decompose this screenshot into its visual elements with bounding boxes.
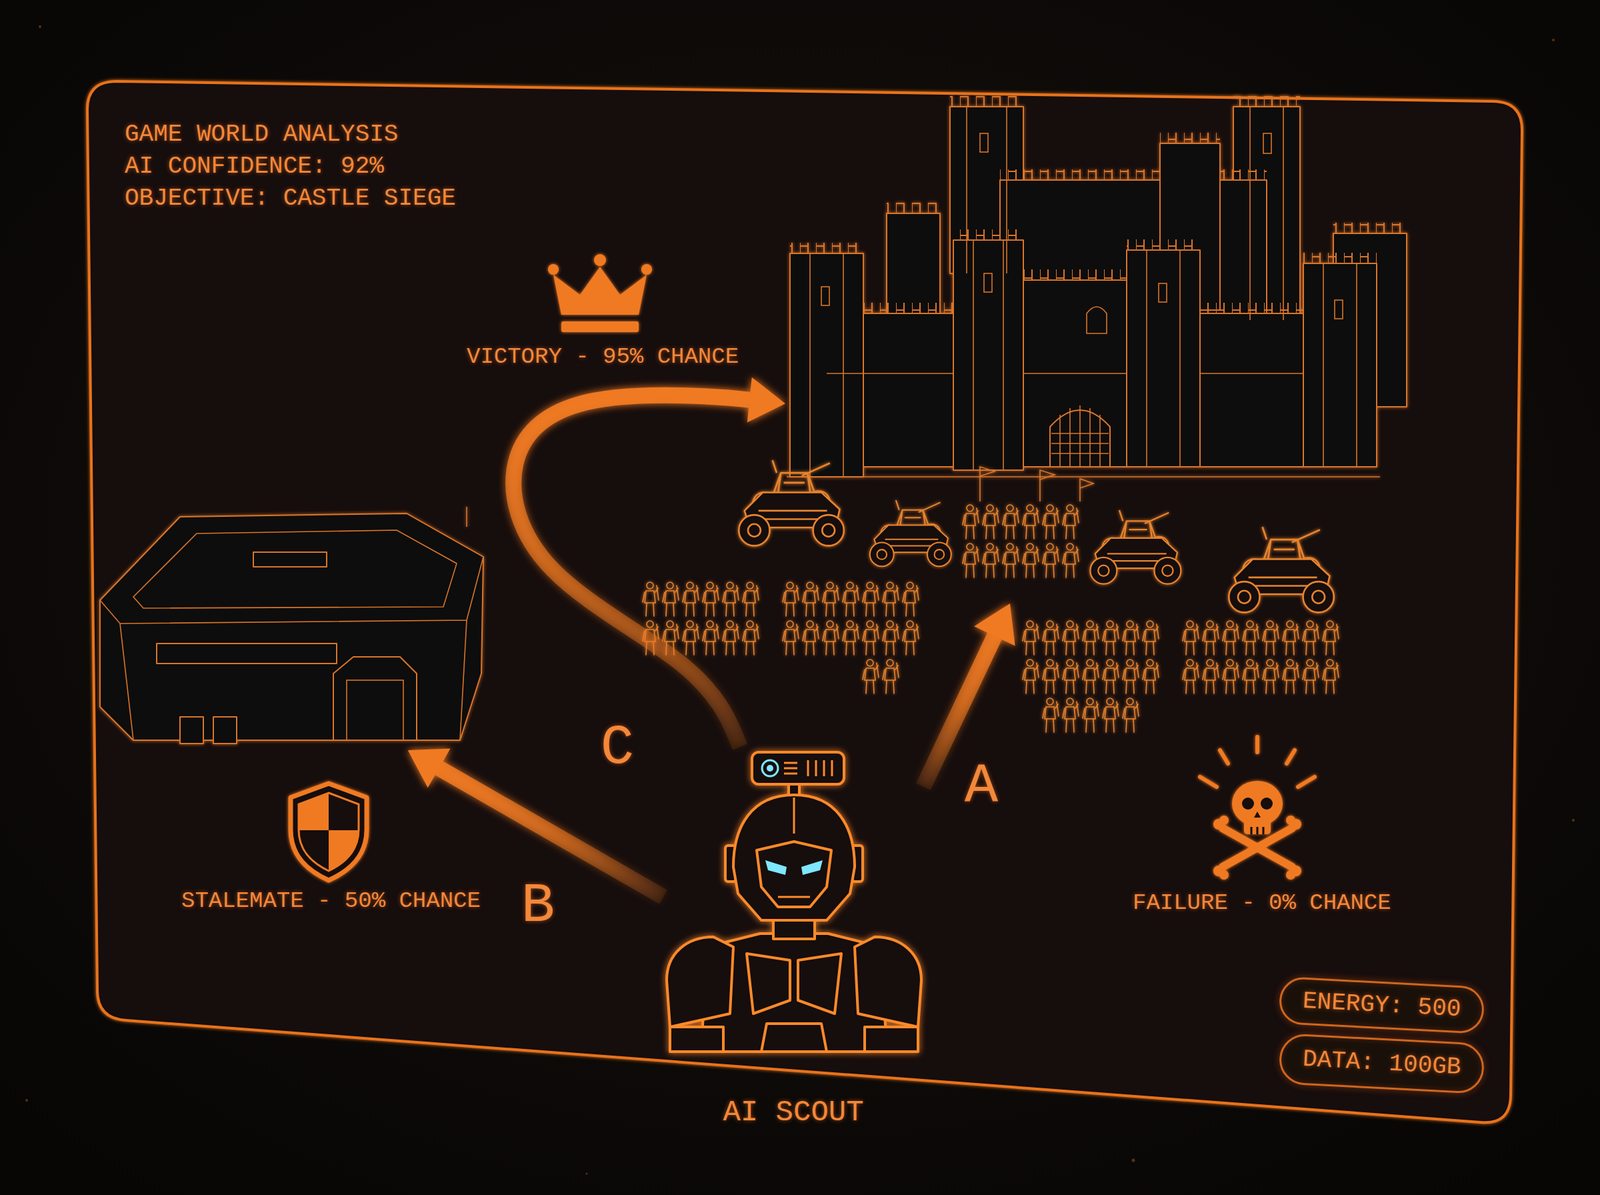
data-stat-pill: DATA: 100GB [1278, 1032, 1486, 1094]
castle-drawing [786, 96, 1407, 477]
dust-specks [25, 25, 1575, 1175]
bunker-target: STALEMATE - 50% CHANCE [92, 500, 486, 750]
skull-icon [1200, 736, 1315, 880]
hud-objective: OBJECTIVE: CASTLE SIEGE [124, 185, 456, 212]
arrow-head [974, 603, 1015, 646]
robot-figure [666, 752, 922, 1052]
path-arrow [513, 395, 750, 747]
shield-icon [290, 783, 367, 880]
crown-icon [548, 254, 652, 332]
hud-stat: AI CONFIDENCE: 92% [124, 153, 384, 180]
stat-value: ENERGY: 500 [1302, 988, 1462, 1023]
army-target: FAILURE - 0% CHANCE [1010, 464, 1347, 735]
hud-panel [87, 81, 1522, 1122]
arrow-head [408, 748, 451, 788]
ai-scout-unit: AI SCOUT [663, 746, 924, 1134]
castle-target: VICTORY - 95% CHANCE [785, 94, 1419, 480]
energy-stat-pill: ENERGY: 500 [1278, 976, 1486, 1034]
bunker-drawing [100, 506, 484, 744]
outcome-label: VICTORY - 95% CHANCE [466, 344, 739, 370]
unit-name: AI SCOUT [722, 1096, 864, 1128]
path-letter: C [600, 720, 634, 776]
army-drawing [640, 460, 1340, 735]
path-letter: B [521, 878, 555, 934]
path-letter: A [964, 758, 998, 815]
path-arrow-group [513, 377, 786, 747]
stat-value: DATA: 100GB [1302, 1046, 1462, 1081]
outcome-label: STALEMATE - 50% CHANCE [181, 888, 481, 914]
arrow-head [747, 377, 786, 423]
outcome-label: FAILURE - 0% CHANCE [1132, 890, 1392, 916]
hud-heading: GAME WORLD ANALYSIS [124, 121, 398, 148]
